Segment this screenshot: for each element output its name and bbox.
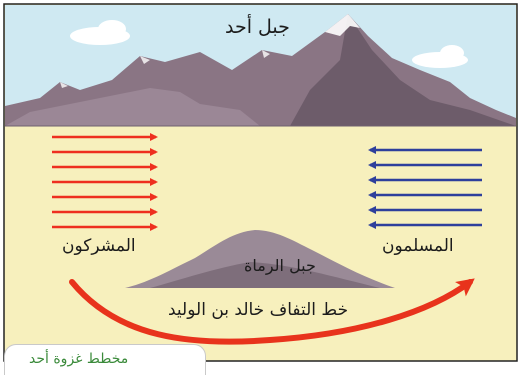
muslimun-arrows — [368, 146, 482, 229]
clouds — [70, 20, 468, 68]
mushrikun-arrows — [52, 133, 158, 231]
mount-uhud-label: جبل أحد — [225, 16, 290, 38]
khalid-route-arrow — [69, 278, 475, 345]
mount-rumat — [125, 230, 395, 288]
caption-text: مخطط غزوة أحد — [29, 351, 129, 367]
mushrikun-label: المشركون — [62, 236, 136, 256]
muslimun-label: المسلمون — [382, 236, 454, 256]
mount-rumat-label: جبل الرماة — [244, 256, 316, 275]
battle-diagram: جبل أحد المشركون المسلمون جبل الرماة خط … — [3, 3, 518, 375]
khalid-route-label: خط التفاف خالد بن الوليد — [168, 300, 349, 320]
diagram-canvas — [3, 3, 518, 362]
caption-tab: مخطط غزوة أحد — [4, 344, 206, 375]
mount-uhud — [5, 14, 516, 126]
